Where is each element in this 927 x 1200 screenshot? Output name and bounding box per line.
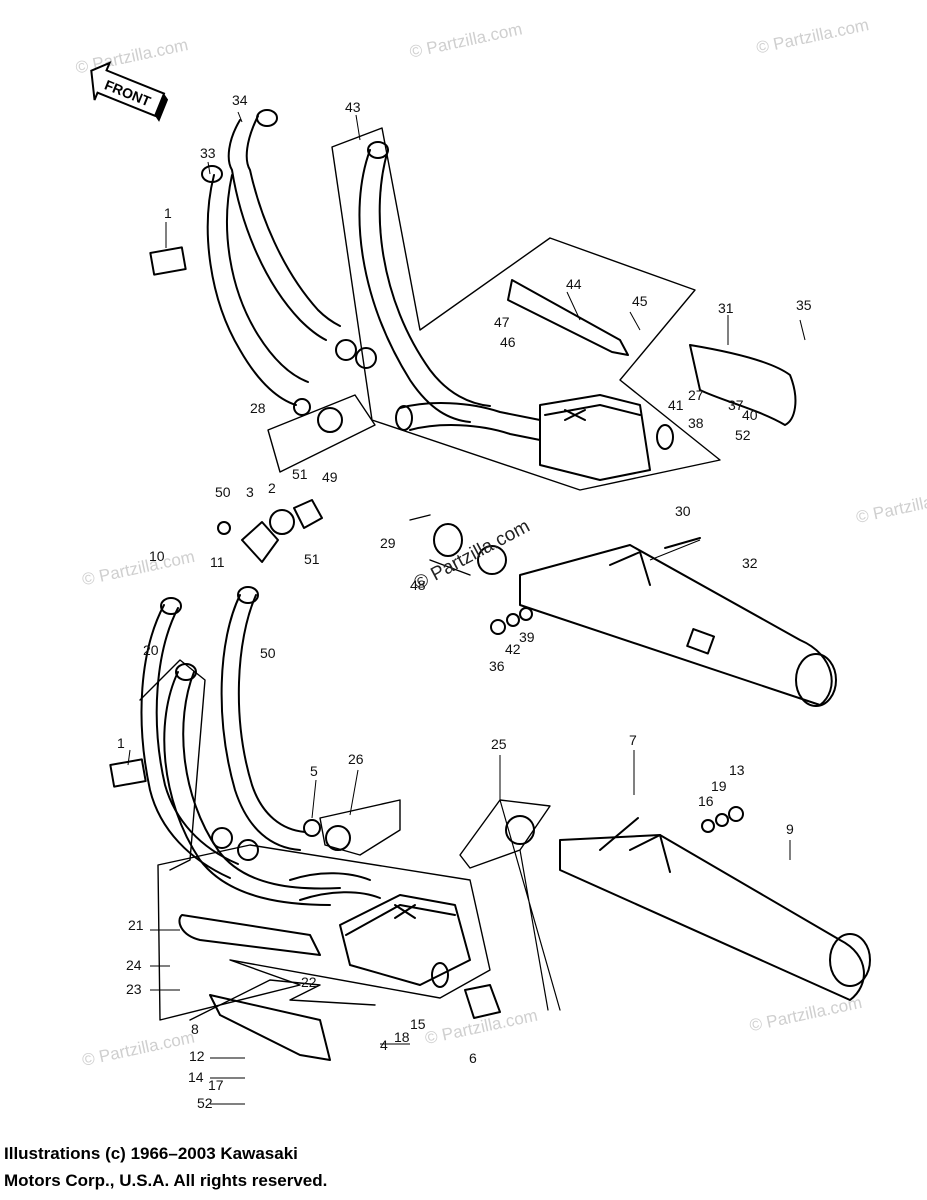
clamp-49 — [317, 407, 343, 433]
callout-33: 33 — [200, 145, 216, 161]
exhaust-pipe-43 — [358, 149, 471, 423]
callout-25: 25 — [491, 736, 507, 752]
callout-10: 10 — [149, 548, 165, 564]
copyright-line-1: Illustrations (c) 1966–2003 Kawasaki — [4, 1144, 298, 1163]
clamp-26 — [325, 825, 351, 851]
heat-shield-8 — [209, 994, 331, 1061]
muffler-box-lower — [339, 894, 471, 986]
callout-9: 9 — [786, 821, 794, 837]
heat-shield-21 — [178, 914, 321, 956]
callout-47: 47 — [494, 314, 510, 330]
callout-48: 48 — [410, 577, 426, 593]
clamp-48 — [477, 545, 507, 575]
callout-17: 17 — [208, 1077, 224, 1093]
clamp-1-lower — [109, 758, 147, 788]
silencer-32 — [519, 544, 833, 706]
callout-27: 27 — [688, 387, 704, 403]
callout-42: 42 — [505, 641, 521, 657]
exhaust-pipe-11 — [220, 594, 301, 851]
watermark-text: © Partzilla.com — [755, 15, 871, 57]
callout-51-lower: 51 — [304, 551, 320, 567]
callout-labels: 34 33 43 1 44 45 31 35 47 46 28 41 27 37… — [117, 92, 812, 1111]
watermark-text: © Partzilla.com — [423, 1006, 539, 1048]
callout-11: 11 — [210, 554, 225, 570]
callout-5: 5 — [310, 763, 318, 779]
copyright-line-2: Motors Corp., U.S.A. All rights reserved… — [4, 1171, 328, 1190]
callout-36: 36 — [489, 658, 505, 674]
callout-50: 50 — [215, 484, 231, 500]
callout-32: 32 — [742, 555, 758, 571]
callout-49: 49 — [322, 469, 338, 485]
callout-46: 46 — [500, 334, 516, 350]
callout-40: 40 — [742, 407, 758, 423]
collar-51 — [293, 499, 323, 529]
ring-28 — [293, 398, 311, 416]
callout-14: 14 — [188, 1069, 204, 1085]
callout-13: 13 — [729, 762, 745, 778]
callout-52: 52 — [735, 427, 751, 443]
ring-5 — [303, 819, 321, 837]
callout-41: 41 — [668, 397, 684, 413]
gasket-2 — [269, 509, 295, 535]
callout-1-lower: 1 — [117, 735, 125, 751]
callout-1: 1 — [164, 205, 172, 221]
callout-43: 43 — [345, 99, 361, 115]
callout-7: 7 — [629, 732, 637, 748]
callout-15: 15 — [410, 1016, 426, 1032]
callout-19: 19 — [711, 778, 727, 794]
callout-8: 8 — [191, 1021, 199, 1037]
clamp-25 — [505, 815, 535, 845]
watermark-text: © Partzilla.com — [408, 19, 524, 61]
callout-3: 3 — [246, 484, 254, 500]
watermark-text: © Partzilla.com — [854, 485, 927, 527]
callout-16: 16 — [698, 793, 714, 809]
front-arrow-icon: FRONT — [90, 61, 169, 122]
callout-20: 20 — [143, 642, 159, 658]
collar-6 — [464, 984, 501, 1019]
nut-50 — [217, 521, 231, 535]
callout-29: 29 — [380, 535, 396, 551]
callout-22: 22 — [301, 974, 317, 990]
exhaust-pipe-33 — [206, 174, 297, 406]
callout-18: 18 — [394, 1029, 410, 1045]
exhaust-pipe-34 — [227, 119, 327, 341]
callout-50-lower: 50 — [260, 645, 276, 661]
silencer-9 — [559, 834, 865, 1001]
watermark-text: © Partzilla.com — [80, 547, 196, 589]
callout-39: 39 — [519, 629, 535, 645]
bracket-44 — [507, 279, 629, 356]
callout-4: 4 — [380, 1037, 388, 1053]
heat-shield-31 — [689, 344, 797, 426]
gasket-29 — [433, 523, 463, 557]
callout-12: 12 — [189, 1048, 205, 1064]
callout-26: 26 — [348, 751, 364, 767]
gasket-3 — [241, 521, 279, 563]
callout-6: 6 — [469, 1050, 477, 1066]
callout-28: 28 — [250, 400, 266, 416]
callout-30: 30 — [675, 503, 691, 519]
callout-34: 34 — [232, 92, 248, 108]
callout-35: 35 — [796, 297, 812, 313]
callout-44: 44 — [566, 276, 582, 292]
copyright-notice: Illustrations (c) 1966–2003 Kawasaki Mot… — [4, 1140, 327, 1194]
callout-51: 51 — [292, 466, 308, 482]
callout-31: 31 — [718, 300, 734, 316]
center-watermark: © Partzilla.com — [410, 516, 533, 595]
callout-24: 24 — [126, 957, 142, 973]
callout-23: 23 — [126, 981, 142, 997]
muffler-box-upper — [539, 394, 651, 481]
clamp-1 — [149, 246, 187, 276]
callout-2: 2 — [268, 480, 276, 496]
exhaust-pipe-10 — [140, 604, 231, 879]
callout-45: 45 — [632, 293, 648, 309]
watermark-text: © Partzilla.com — [80, 1027, 196, 1069]
callout-38: 38 — [688, 415, 704, 431]
callout-21: 21 — [128, 917, 144, 933]
callout-37: 37 — [728, 397, 744, 413]
exhaust-pipe-20 — [163, 671, 331, 906]
callout-52-lower: 52 — [197, 1095, 213, 1111]
